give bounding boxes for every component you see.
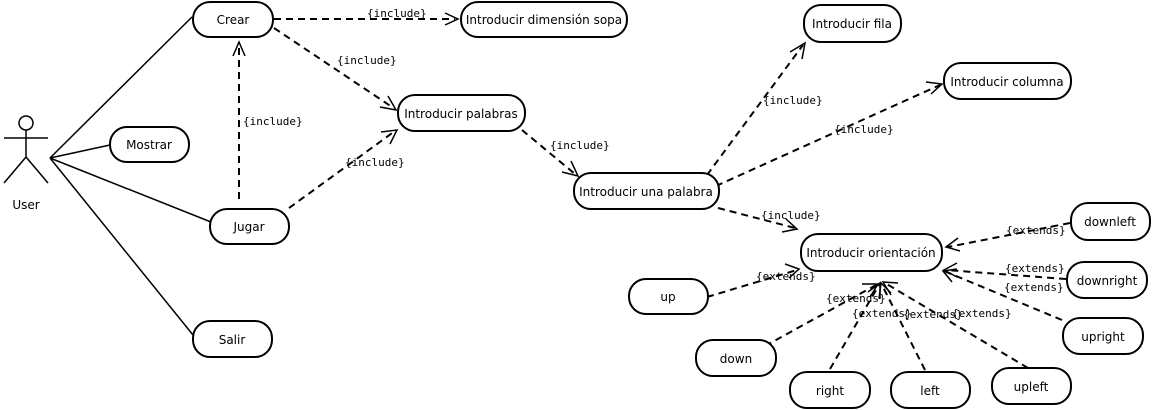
usecase-upleft[interactable]: upleft [991, 367, 1072, 405]
dep-left-orientacion [878, 281, 926, 371]
usecase-down-label: down [720, 352, 752, 366]
usecase-downright[interactable]: downright [1066, 261, 1148, 299]
usecase-right[interactable]: right [789, 371, 871, 409]
assoc-crear [49, 16, 193, 159]
actor-left-leg [3, 156, 27, 184]
label-extends-left: {extends} [903, 308, 963, 321]
dep-upright-orientacion [941, 268, 1063, 321]
label-extends-upleft: {extends} [952, 307, 1012, 320]
usecase-up-label: up [660, 290, 675, 304]
dep-right-orientacion [829, 281, 881, 370]
assoc-jugar [49, 157, 212, 223]
usecase-upright[interactable]: upright [1062, 317, 1144, 355]
dep-downright-orientacion [942, 262, 1067, 280]
usecase-introducir-palabras[interactable]: Introducir palabras [397, 94, 526, 132]
usecase-jugar[interactable]: Jugar [209, 208, 290, 245]
usecase-downleft[interactable]: downleft [1070, 202, 1151, 241]
label-include-2: {include} [337, 54, 397, 67]
usecase-upright-label: upright [1081, 330, 1125, 344]
label-extends-downleft: {extends} [1006, 224, 1066, 237]
dep-downleft-orientacion [944, 222, 1071, 252]
dep-unapalabra-fila [706, 41, 807, 176]
usecase-up[interactable]: up [628, 278, 709, 315]
actor-label: User [12, 198, 39, 212]
usecase-introducir-una-palabra[interactable]: Introducir una palabra [573, 172, 720, 210]
usecase-right-label: right [816, 384, 844, 398]
usecase-introducir-dimension[interactable]: Introducir dimensión sopa [460, 1, 628, 38]
usecase-introducir-una-palabra-label: Introducir una palabra [579, 185, 713, 199]
usecase-introducir-columna-label: Introducir columna [950, 75, 1063, 89]
label-extends-upright: {extends} [1004, 281, 1064, 294]
dep-upleft-orientacion [881, 281, 1029, 369]
usecase-introducir-fila[interactable]: Introducir fila [803, 4, 902, 43]
usecase-mostrar-label: Mostrar [126, 138, 172, 152]
label-extends-up: {extends} [756, 270, 816, 283]
label-extends-downright: {extends} [1005, 262, 1065, 275]
usecase-left[interactable]: left [890, 371, 971, 409]
usecase-introducir-orientacion[interactable]: Introducir orientación [800, 233, 943, 272]
dep-unapalabra-orientacion [717, 207, 799, 233]
actor-right-leg [25, 156, 49, 184]
usecase-crear[interactable]: Crear [192, 1, 274, 38]
dep-jugar-crear [232, 40, 246, 199]
dep-crear-palabras [273, 27, 398, 112]
dep-palabras-unapalabra [521, 129, 580, 178]
assoc-salir [49, 157, 194, 336]
usecase-salir[interactable]: Salir [192, 320, 273, 358]
usecase-downleft-label: downleft [1084, 215, 1136, 229]
label-include-7: {include} [834, 123, 894, 136]
usecase-crear-label: Crear [217, 13, 250, 27]
dep-down-orientacion [764, 283, 880, 347]
assoc-mostrar [49, 144, 111, 159]
usecase-introducir-columna[interactable]: Introducir columna [943, 62, 1072, 100]
label-include-4: {include} [345, 156, 405, 169]
usecase-mostrar[interactable]: Mostrar [109, 126, 190, 163]
dep-up-orientacion [706, 263, 801, 298]
usecase-introducir-fila-label: Introducir fila [812, 17, 892, 31]
label-extends-right: {extends} [852, 307, 912, 320]
usecase-introducir-dimension-label: Introducir dimensión sopa [466, 13, 622, 27]
dep-crear-dimension [274, 12, 460, 26]
usecase-jugar-label: Jugar [232, 220, 264, 234]
label-extends-down: {extends} [826, 292, 886, 305]
dep-jugar-palabras [288, 129, 399, 209]
usecase-salir-label: Salir [219, 333, 246, 347]
actor-head [18, 115, 34, 131]
usecase-introducir-orientacion-label: Introducir orientación [806, 246, 935, 260]
label-include-3: {include} [243, 115, 303, 128]
dep-unapalabra-columna [715, 81, 944, 187]
actor-user[interactable]: User [3, 115, 49, 212]
label-include-5: {include} [550, 139, 610, 152]
usecase-left-label: left [920, 384, 940, 398]
usecase-downright-label: downright [1077, 274, 1138, 288]
label-include-8: {include} [761, 209, 821, 222]
label-include-6: {include} [763, 94, 823, 107]
usecase-upleft-label: upleft [1014, 380, 1049, 394]
usecase-down[interactable]: down [695, 339, 777, 377]
usecase-introducir-palabras-label: Introducir palabras [404, 107, 518, 121]
label-include-1: {include} [367, 7, 427, 20]
